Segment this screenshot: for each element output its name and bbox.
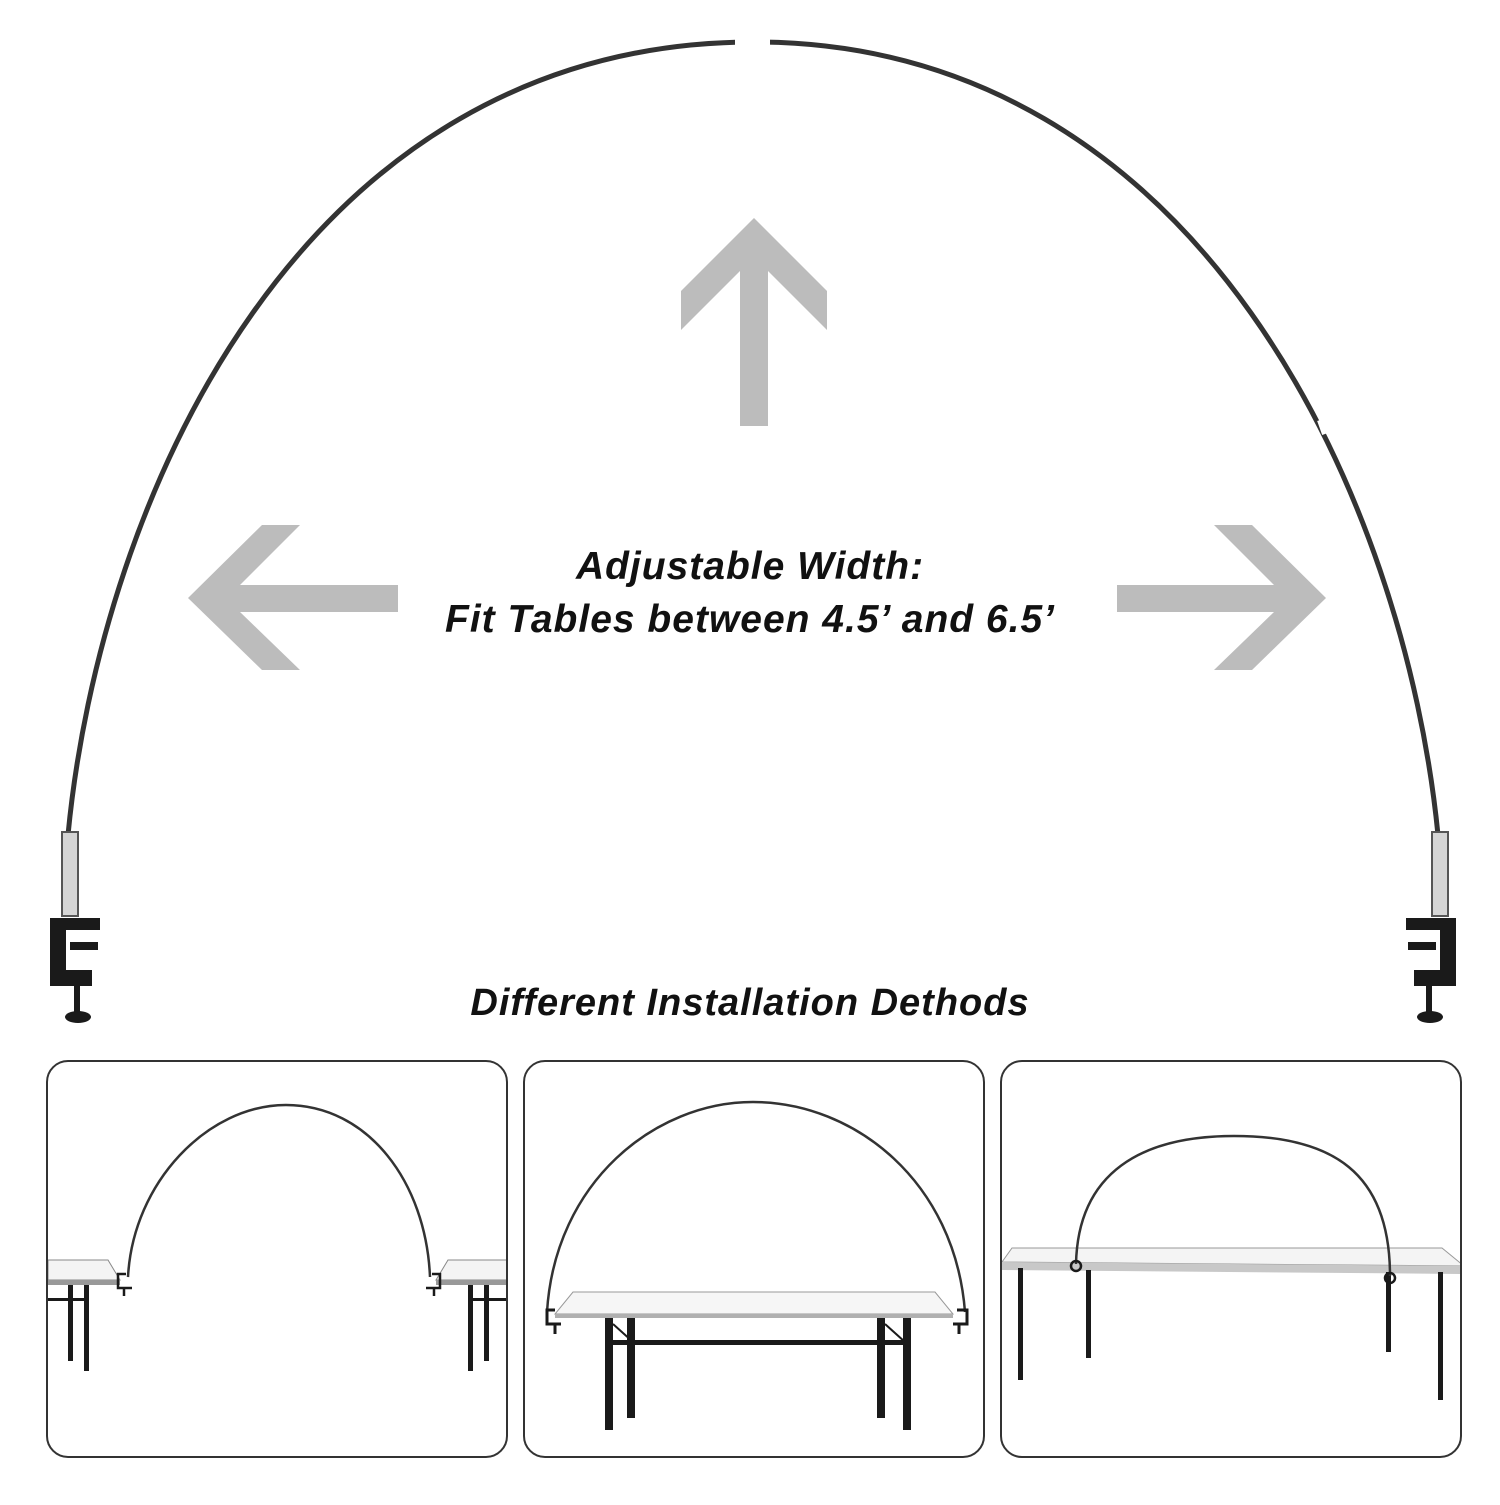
panel-arch-over-table-ends: [523, 1060, 985, 1458]
clamp-icon: [545, 1308, 561, 1334]
headline-line-2: Fit Tables between 4.5’ and 6.5’: [445, 598, 1055, 641]
panel-illustration: [48, 1103, 506, 1371]
section-title: Different Installation Dethods: [470, 982, 1030, 1024]
balloon-arch-frame: [545, 1100, 967, 1313]
clamp-icon: [426, 1272, 442, 1296]
table: [553, 1291, 955, 1430]
left-table: [48, 1259, 121, 1371]
clamp-icon: [50, 918, 100, 1023]
left-connector-tube: [61, 831, 79, 917]
arrow-left-icon: [188, 525, 398, 670]
balloon-arch-frame: [1074, 1134, 1392, 1277]
balloon-arch-frame: [65, 39, 1441, 836]
right-connector-tube: [1431, 831, 1449, 917]
arrow-up-icon: [681, 218, 827, 426]
arch-joint-highlights: [113, 39, 1397, 660]
panel-illustration: [1002, 1134, 1460, 1400]
clamp-icon: [1069, 1259, 1083, 1273]
right-table: [435, 1259, 506, 1371]
panel-arch-between-two-tables: [46, 1060, 508, 1458]
table: [1002, 1247, 1460, 1400]
balloon-arch-frame: [126, 1103, 432, 1278]
headline-line-1: Adjustable Width:: [575, 545, 925, 588]
clamp-icon: [116, 1272, 132, 1296]
panel-arch-clamped-on-table-top: [1000, 1060, 1462, 1458]
clamp-icon: [953, 1308, 969, 1334]
clamp-icon: [1406, 918, 1456, 1023]
panel-illustration: [545, 1100, 969, 1430]
clamp-icon: [1383, 1271, 1397, 1285]
arrow-right-icon: [1117, 525, 1326, 670]
